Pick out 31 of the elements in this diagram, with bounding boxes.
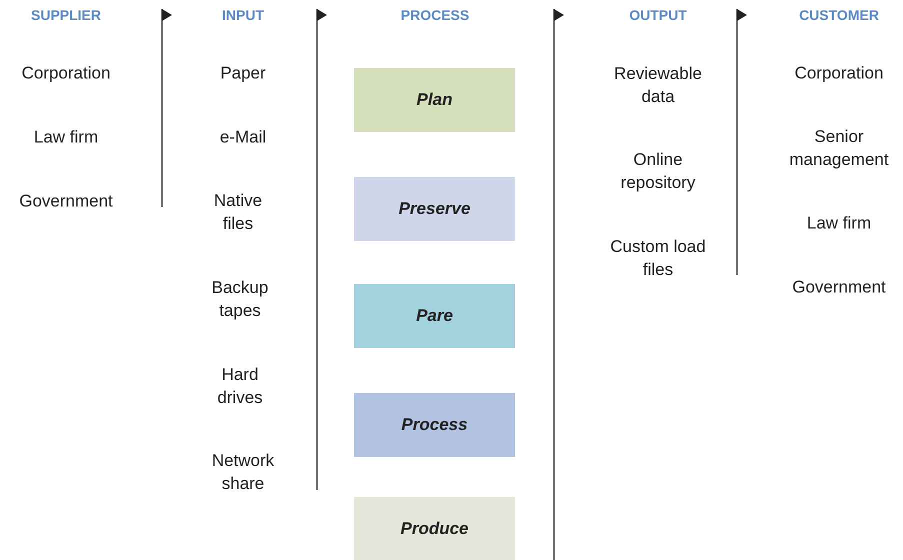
- step-label: Pare: [416, 306, 453, 326]
- process-step-box: [354, 497, 515, 560]
- process-step-box: [354, 284, 515, 348]
- list-item: Paper: [219, 62, 267, 84]
- list-item: Custom load files: [609, 236, 707, 281]
- list-item: Government: [791, 276, 887, 298]
- process-step-box: [354, 68, 515, 132]
- list-item: Government: [18, 190, 114, 212]
- step-label: Produce: [400, 519, 469, 539]
- list-item: Law firm: [32, 126, 100, 148]
- list-item: Backup tapes: [210, 277, 270, 322]
- column-heading: CUSTOMER: [799, 7, 879, 23]
- list-item: e-Mail: [218, 126, 268, 148]
- list-item: Corporation: [20, 62, 112, 84]
- column-heading: PROCESS: [400, 7, 470, 23]
- column-heading: SUPPLIER: [31, 7, 101, 23]
- step-label: Plan: [416, 90, 452, 110]
- list-item: Reviewable data: [613, 63, 703, 108]
- list-item: Network share: [210, 450, 276, 495]
- list-item: Senior management: [788, 126, 890, 171]
- list-item: Native files: [212, 190, 264, 235]
- step-label: Preserve: [398, 199, 470, 219]
- list-item: Law firm: [806, 212, 872, 234]
- list-item: Hard drives: [216, 364, 264, 409]
- list-item: Corporation: [794, 62, 884, 84]
- column-heading: OUTPUT: [629, 7, 687, 23]
- column-heading: INPUT: [222, 7, 264, 23]
- process-step-box: [354, 177, 515, 241]
- process-step-box: [354, 393, 515, 457]
- step-label: Process: [401, 415, 468, 435]
- list-item: Online repository: [620, 149, 696, 194]
